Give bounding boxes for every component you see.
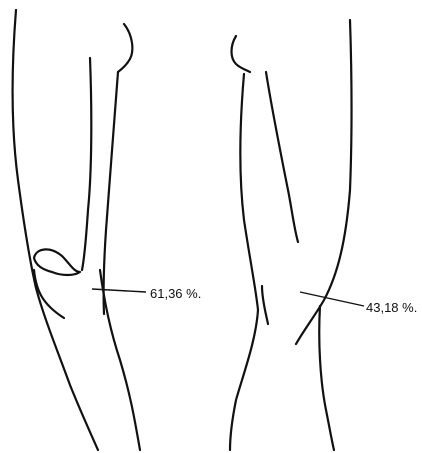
left-leg-kneecap — [34, 249, 80, 275]
right-leg-percentage-label: 43,18 %. — [366, 300, 417, 315]
left-leg-leader-line — [92, 289, 146, 292]
left-leg-outer-contour — [13, 10, 99, 450]
right-leg-lower-right-contour — [319, 306, 334, 450]
right-leg-inner-lower-left — [262, 286, 268, 324]
left-leg-top-hook — [118, 24, 132, 72]
left-leg-right-contour-upper — [104, 72, 118, 314]
left-leg-percentage-label: 61,36 %. — [150, 286, 201, 301]
right-leg-right-contour — [296, 20, 352, 344]
left-leg-inner-line — [82, 58, 91, 270]
right-leg-inner-line — [266, 72, 298, 242]
right-leg-top-hook — [232, 36, 251, 72]
right-leg — [230, 20, 352, 450]
left-leg — [13, 10, 141, 450]
right-leg-leader-line — [300, 292, 364, 306]
right-leg-outer-contour — [230, 74, 258, 450]
left-leg-right-contour-lower — [100, 270, 140, 450]
